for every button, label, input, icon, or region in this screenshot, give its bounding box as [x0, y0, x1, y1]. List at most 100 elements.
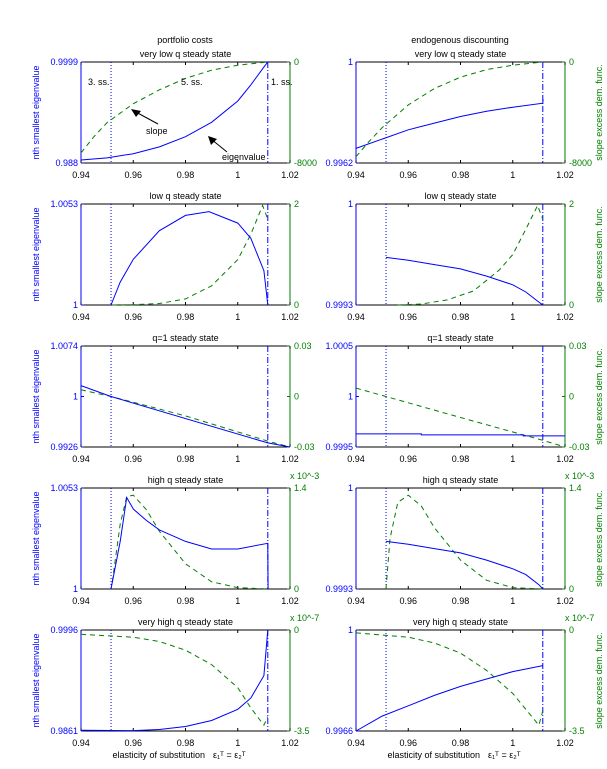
- column-title-left: portfolio costs: [157, 35, 213, 45]
- column-title-right: endogenous discounting: [411, 35, 509, 45]
- left-y-label: nth smallest eigenvalue: [31, 207, 41, 301]
- x-tick-label: 0.98: [452, 170, 470, 180]
- x-tick-label: 0.98: [177, 170, 195, 180]
- right-y-label: slope excess dem. func.: [594, 64, 604, 161]
- right-y-tick-label: 2: [294, 199, 299, 209]
- right-y-tick-label: 0: [569, 625, 574, 635]
- x-tick-label: 1.02: [281, 454, 299, 464]
- left-y-tick-label: 1: [73, 300, 78, 310]
- right-y-tick-label: 1.4: [294, 483, 307, 493]
- x-tick-label: 1: [235, 170, 240, 180]
- x-tick-label: 0.96: [124, 312, 142, 322]
- left-y-tick-label: 0.9962: [325, 158, 353, 168]
- x-tick-label: 0.96: [399, 738, 417, 748]
- x-tick-label: 0.98: [177, 738, 195, 748]
- x-tick-label: 1: [235, 312, 240, 322]
- eigenvalue-series-line: [110, 496, 269, 590]
- left-y-tick-label: 1: [348, 483, 353, 493]
- x-tick-label: 0.96: [399, 312, 417, 322]
- x-axis-label: elasticity of substitution: [387, 750, 480, 760]
- x-tick-label: 1: [510, 596, 515, 606]
- right-y-tick-label: 1.4: [569, 483, 582, 493]
- slope-series-line: [80, 61, 268, 154]
- panel-title: low q steady state: [149, 191, 221, 201]
- slope-series-line: [355, 632, 544, 727]
- left-y-tick-label: 1.0053: [50, 483, 78, 493]
- x-label-left: elasticity of substitution ε₁ᵀ = ε₂ᵀ: [112, 750, 245, 760]
- eigenvalue-series-line: [385, 540, 544, 590]
- x-tick-label: 0.94: [72, 312, 90, 322]
- x-tick-label: 0.94: [347, 312, 365, 322]
- x-tick-label: 1.02: [281, 312, 299, 322]
- panel-title: very low q steady state: [140, 49, 232, 59]
- slope-series-line: [80, 389, 291, 448]
- x-label-right: elasticity of substitution ε₁ᵀ = ε₂ᵀ: [387, 750, 520, 760]
- panel-title: q=1 steady state: [427, 333, 493, 343]
- right-y-tick-label: -0.03: [294, 442, 315, 452]
- panel-title: very low q steady state: [415, 49, 507, 59]
- right-y-tick-label: -8000: [294, 158, 317, 168]
- x-tick-label: 1.02: [556, 738, 574, 748]
- right-y-tick-label: 2: [569, 199, 574, 209]
- annotation-slope: slope: [146, 126, 168, 136]
- x-tick-label: 0.94: [347, 596, 365, 606]
- panel-title: very high q steady state: [138, 617, 233, 627]
- x-tick-label: 1.02: [556, 454, 574, 464]
- slope-series-line: [355, 61, 543, 158]
- left-y-label: nth smallest eigenvalue: [31, 491, 41, 585]
- x-tick-label: 0.98: [452, 312, 470, 322]
- x-tick-label: 0.98: [452, 454, 470, 464]
- slope-series-line: [111, 494, 268, 590]
- left-y-tick-label: 0.9995: [325, 442, 353, 452]
- x-tick-label: 0.94: [72, 596, 90, 606]
- x-tick-label: 0.94: [347, 454, 365, 464]
- left-y-tick-label: 1.0005: [325, 341, 353, 351]
- right-y-tick-label: -8000: [569, 158, 592, 168]
- x-tick-label: 0.98: [177, 454, 195, 464]
- right-y-label: slope excess dem. func.: [594, 206, 604, 303]
- right-y-tick-label: 0: [569, 57, 574, 67]
- panel-title: low q steady state: [424, 191, 496, 201]
- right-y-label: slope excess dem. func.: [594, 632, 604, 729]
- left-y-tick-label: 1.0074: [50, 341, 78, 351]
- eigenvalue-series-line: [80, 629, 269, 732]
- slope-series-line: [112, 204, 269, 306]
- x-tick-label: 1.02: [281, 170, 299, 180]
- x-tick-label: 0.98: [177, 596, 195, 606]
- slope-series-line: [80, 633, 269, 727]
- panel-title: very high q steady state: [413, 617, 508, 627]
- left-y-label: nth smallest eigenvalue: [31, 65, 41, 159]
- slope-series-line: [355, 387, 566, 448]
- right-axis-scale: x 10^-7: [565, 613, 594, 623]
- left-y-tick-label: 1: [73, 392, 78, 402]
- right-y-tick-label: 0.03: [294, 341, 312, 351]
- x-tick-label: 0.96: [124, 596, 142, 606]
- x-tick-label: 0.96: [399, 454, 417, 464]
- right-y-tick-label: 0: [569, 584, 574, 594]
- x-tick-label: 1: [510, 312, 515, 322]
- slope-series-line: [397, 204, 544, 306]
- x-tick-label: 1.02: [556, 312, 574, 322]
- x-tick-label: 0.94: [347, 738, 365, 748]
- right-y-label: slope excess dem. func.: [594, 490, 604, 587]
- x-axis-label: elasticity of substitution: [112, 750, 205, 760]
- annotation-1-ss: 1. ss.: [271, 77, 293, 87]
- left-y-label: nth smallest eigenvalue: [31, 633, 41, 727]
- x-tick-label: 1.02: [281, 596, 299, 606]
- eigenvalue-series-line: [110, 211, 269, 306]
- left-y-tick-label: 1: [348, 625, 353, 635]
- eigenvalue-arrowhead-icon: [208, 136, 217, 145]
- right-y-tick-label: 0.03: [569, 341, 587, 351]
- annotation-5-ss: 5. ss.: [181, 77, 203, 87]
- x-tick-label: 0.96: [124, 170, 142, 180]
- panel-title: high q steady state: [148, 475, 224, 485]
- x-tick-label: 0.94: [347, 170, 365, 180]
- right-y-tick-label: -3.5: [569, 726, 585, 736]
- annotation-3-ss: 3. ss.: [88, 77, 110, 87]
